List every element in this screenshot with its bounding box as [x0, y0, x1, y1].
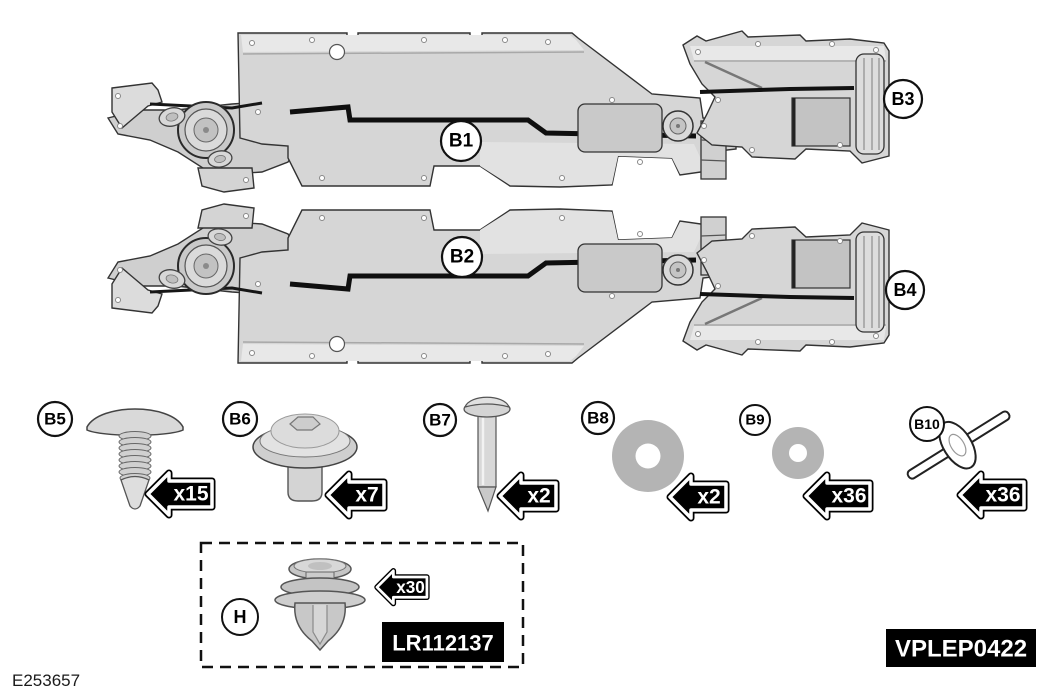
panel-b3-drawing [682, 30, 890, 164]
callout-b8: B8 [580, 400, 616, 436]
callout-h-label: H [234, 607, 247, 627]
callout-b1: B1 [439, 119, 483, 163]
button-head-clip-icon [252, 413, 358, 502]
push-pin-rivet-icon [86, 408, 184, 510]
qty-label-h: x30 [396, 577, 425, 597]
panel-b2-drawing [108, 204, 736, 363]
trim-clip-icon [274, 558, 366, 652]
qty-label-b8: x2 [697, 486, 720, 509]
callout-b2-label: B2 [450, 247, 474, 268]
qty-label-b10: x36 [985, 484, 1020, 507]
callout-b8-label: B8 [587, 409, 609, 428]
callout-b4-label: B4 [893, 280, 916, 300]
qty-arrow-b9: x36 [802, 471, 874, 521]
callout-b10: B10 [909, 406, 945, 442]
qty-label-b9: x36 [831, 485, 866, 508]
qty-arrow-b10: x36 [956, 470, 1028, 520]
callout-b1-label: B1 [449, 131, 474, 152]
figure-code-text: VPLEP0422 [895, 636, 1027, 663]
qty-arrow-b8: x2 [666, 472, 730, 522]
qty-arrow-b7: x2 [496, 471, 560, 521]
callout-b7-label: B7 [429, 411, 451, 430]
pointed-pin-icon [463, 396, 511, 513]
callout-b3-label: B3 [891, 89, 914, 109]
qty-label-b7: x2 [527, 485, 550, 508]
callout-b6-label: B6 [229, 410, 251, 429]
inset-box [199, 541, 525, 669]
figure-code-badge: VPLEP0422 [886, 629, 1036, 667]
qty-arrow-h: x30 [374, 568, 430, 607]
callout-b5: B5 [36, 400, 74, 438]
panel-b4-drawing [681, 221, 891, 357]
callout-b7: B7 [422, 402, 458, 438]
part-number-badge: LR112137 [382, 622, 504, 662]
small-washer-icon [772, 427, 824, 479]
callout-b3: B3 [882, 78, 924, 120]
callout-h: H [221, 598, 259, 636]
part-number-text: LR112137 [392, 631, 494, 656]
callout-b9: B9 [739, 404, 771, 436]
qty-arrow-b5: x15 [144, 469, 216, 519]
callout-b4: B4 [884, 269, 926, 311]
callout-b2: B2 [440, 235, 484, 279]
callout-b6: B6 [221, 400, 259, 438]
callout-b5-label: B5 [44, 410, 66, 429]
drawing-ref-text: E253657 [12, 671, 80, 690]
panel-b1-drawing [106, 32, 737, 193]
qty-label-b5: x15 [173, 483, 208, 506]
large-washer-icon [612, 420, 684, 492]
qty-arrow-b6: x7 [324, 470, 388, 520]
qty-label-b6: x7 [355, 484, 378, 507]
callout-b10-label: B10 [914, 416, 940, 432]
callout-b9-label: B9 [745, 412, 764, 429]
